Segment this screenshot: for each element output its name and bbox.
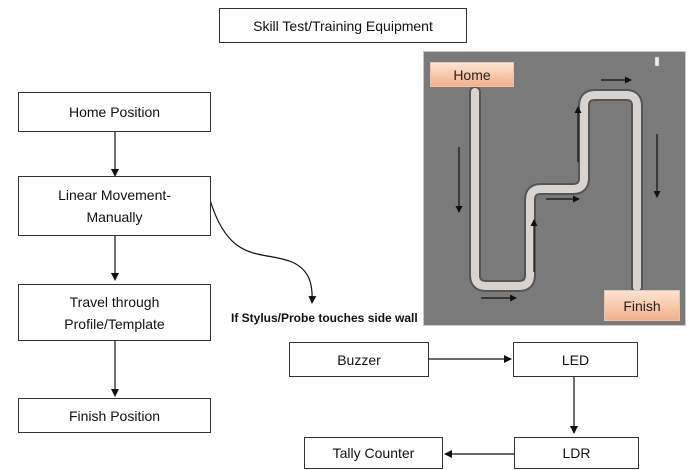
travel-profile-line2: Profile/Template [64,315,165,332]
arrow-linear-to-condition [209,199,317,304]
tally-counter-box: Tally Counter [304,437,443,469]
finish-marker-label: Finish [623,297,661,314]
page-title: Skill Test/Training Equipment [219,8,467,43]
home-position-box: Home Position [18,92,211,132]
condition-label: If Stylus/Probe touches side wall [231,311,418,325]
buzzer-label: Buzzer [337,351,381,368]
linear-movement-line1: Linear Movement- [58,187,171,203]
ldr-label: LDR [562,445,591,461]
home-position-label: Home Position [68,104,161,120]
stylus-marker [654,56,660,67]
travel-profile-box: Travel through Profile/Template [18,284,211,341]
finish-position-box: Finish Position [18,398,211,433]
led-label: LED [561,351,590,368]
buzzer-box: Buzzer [289,342,429,377]
linear-movement-box: Linear Movement- Manually [18,176,211,236]
tally-counter-label: Tally Counter [332,445,415,461]
led-box: LED [513,342,638,377]
template-panel-image: Home Finish [423,51,686,326]
travel-profile-line1: Travel through [69,293,160,310]
home-marker-label: Home [453,66,491,83]
finish-position-label: Finish Position [68,407,161,424]
template-track-drawing [455,56,661,302]
page-title-text: Skill Test/Training Equipment [253,17,433,34]
ldr-box: LDR [514,437,639,469]
template-track [471,88,641,291]
finish-marker: Finish [604,290,680,321]
linear-movement-line2: Manually [86,209,143,225]
home-marker: Home [430,62,514,87]
